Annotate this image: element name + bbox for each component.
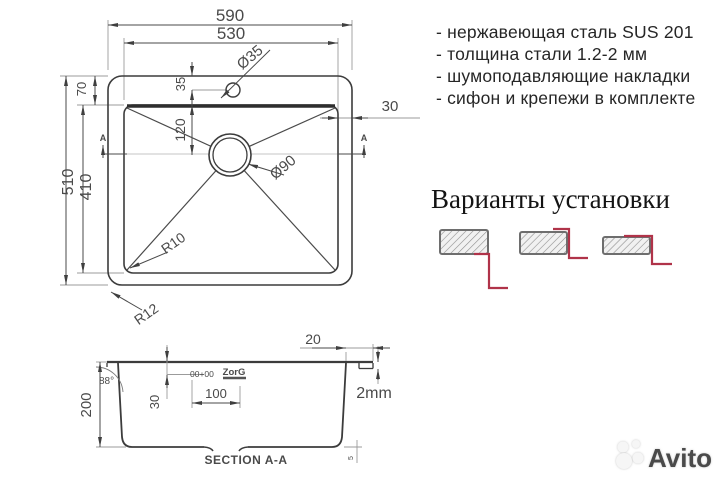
avito-watermark: Avito [602,434,720,479]
dim-100-label: 100 [205,386,227,401]
install-variant-overmount [439,229,508,290]
dim-590-label: 590 [216,6,244,25]
faucet-hole-circle [225,82,241,98]
dim-30-edge-label: 30 [382,98,399,115]
sink-profile-line [474,252,508,290]
spec-item: - шумоподавляющие накладки [436,66,691,86]
section-title-label: SECTION A-A [204,453,287,467]
install-variant-undermount [602,234,672,266]
dim-510-label: 510 [60,169,77,196]
dimension-lines [64,23,368,311]
sink-profile-line [624,234,672,266]
spec-item: - нержавеющая сталь SUS 201 [436,22,694,42]
dim-120-label: 120 [172,118,188,142]
drain-circle-inner [212,137,248,173]
install-variants-title: Варианты установки [431,184,670,214]
install-variants-diagram [439,227,672,290]
dim-410-label: 410 [78,174,95,201]
radius-r12-label: R12 [131,300,161,328]
dim-20-label: 20 [305,331,321,347]
spec-list: - нержавеющая сталь SUS 201 - толщина ст… [436,21,695,109]
countertop-block [602,236,651,255]
avito-logo-icon: Avito [616,440,712,473]
dia-faucet-label: Ø35 [234,42,267,73]
dim-200-label: 200 [78,392,95,417]
angle-88-label: 88° [99,376,114,387]
bowl-diagonals [126,107,336,271]
install-variant-flushmount [519,227,588,260]
section-view: 200 88° 30 00+00 ZorG 100 20 2mm 5 SECTI… [78,331,392,467]
section-marker-a-left: A [100,133,107,143]
section-dimension-lines [98,346,390,447]
sink-outer-edge [107,75,353,286]
brand-stamp-label: ZorG [223,367,246,378]
dim-35-label: 35 [173,77,188,91]
dim-70-label: 70 [74,82,89,96]
dia-drain-label: Ø90 [267,152,300,183]
section-profile [106,360,374,452]
dim-530-label: 530 [217,24,245,43]
avito-watermark-text: Avito [648,443,712,473]
dim-5-label: 5 [348,456,355,460]
sink-profile-line [553,227,588,260]
dim-2mm-label: 2mm [356,385,392,402]
technical-drawing: 590 530 510 410 70 35 120 Ø35 Ø90 30 R10… [60,6,420,467]
radius-r10-label: R10 [158,229,188,257]
countertop-block [439,229,489,255]
countertop-block [519,231,568,255]
sink-bowl-edge [123,104,339,274]
stamp-label: 00+00 [190,369,214,379]
section-marker-a-right: A [361,133,368,143]
spec-item: - толщина стали 1.2-2 мм [436,44,648,64]
dim-30-pad-label: 30 [147,395,162,409]
spec-item: - сифон и крепежи в комплекте [436,88,696,108]
top-view: 590 530 510 410 70 35 120 Ø35 Ø90 30 R10… [60,6,420,328]
